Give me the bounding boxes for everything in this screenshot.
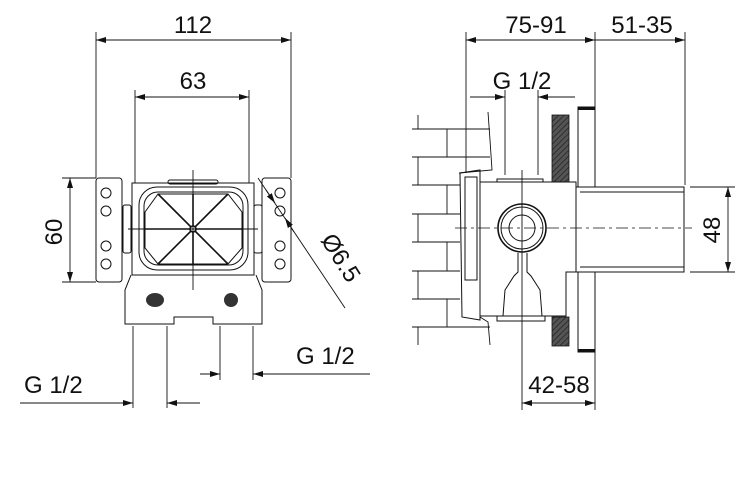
inlet-hole-left [146, 293, 164, 307]
mounting-holes [100, 187, 286, 270]
dim-label-hole-diameter: Ø6.5 [315, 229, 365, 287]
dim-label-60: 60 [41, 219, 68, 246]
wall-tile-upper [551, 114, 570, 183]
cover-plate-lower [577, 271, 596, 353]
dim-label-depth: 75-91 [505, 12, 566, 39]
dim-label-wall-depth: 42-58 [528, 372, 589, 399]
dim-label-63: 63 [180, 68, 207, 95]
lower-body [124, 274, 263, 325]
dim-label-outlet-height: 48 [699, 217, 726, 244]
cover-plate-upper [577, 106, 596, 188]
dim-label-112: 112 [174, 12, 212, 39]
wall-tile-lower [551, 316, 570, 347]
dim-label-inlet-right: G 1/2 [296, 343, 355, 370]
outlet-pipe [575, 186, 685, 273]
dim-label-extension: 51-35 [611, 12, 672, 39]
dim-label-inlet-left: G 1/2 [24, 372, 83, 399]
inlet-hole-right [224, 293, 238, 307]
right-mounting-plate [261, 177, 292, 283]
side-view: 75-91 51-35 G 1/2 48 42-58 [412, 12, 735, 410]
front-view: 112 63 60 [20, 12, 370, 408]
dim-label-thread: G 1/2 [493, 68, 552, 95]
mounting-flange [459, 169, 481, 321]
valve-body-side [479, 181, 577, 317]
brick-wall [412, 110, 493, 346]
left-mounting-plate [95, 177, 123, 283]
